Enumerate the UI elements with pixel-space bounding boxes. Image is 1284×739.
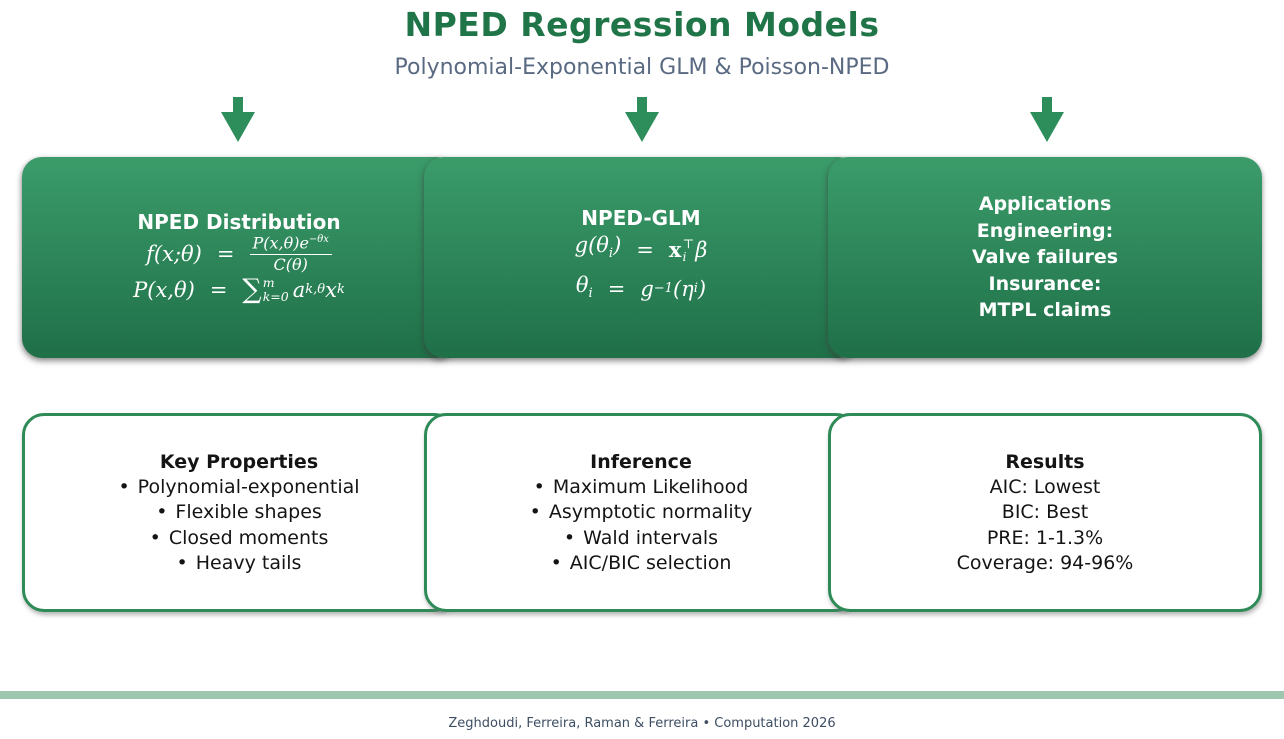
bullet-item: • Asymptotic normality [530,500,753,526]
equals-sign: = [216,242,235,267]
down-arrow-icon [623,97,661,143]
bullet-text: Polynomial-exponential [137,475,360,498]
model-box-applications: Applications Engineering: Valve failures… [828,157,1262,358]
result-line: Coverage: 94-96% [956,552,1134,574]
bullet-icon: • [529,501,541,523]
coefficient-subscript: k,θ [305,281,326,297]
eta-paren: (η [672,277,694,302]
applications-line: MTPL claims [978,299,1112,322]
summation-upper: m [262,274,275,290]
inverse-exponent: −1 [653,281,673,297]
close-paren: ) [697,277,707,302]
lhs-subscript: i [608,246,614,262]
covariate-vector: x [668,236,682,262]
bullet-item: • Closed moments [150,526,329,552]
bullet-text: Flexible shapes [175,501,322,523]
transpose-symbol: ⊤ [682,235,695,251]
variable-exponent: k [336,281,345,297]
bullet-text: Closed moments [168,526,329,549]
detail-box-key-properties: Key Properties • Polynomial-exponential •… [22,413,456,612]
bullet-item: • Heavy tails [177,551,302,577]
bullet-text: Asymptotic normality [548,501,753,523]
bullet-item: • Polynomial-exponential [118,475,359,501]
result-line: AIC: Lowest [989,475,1101,498]
variable: x [325,277,337,302]
down-arrow-icon [1028,97,1066,143]
detail-box-inference: Inference •Maximum Likelihood •Asymptoti… [424,413,858,612]
eq-lhs: f(x;θ) [146,242,202,267]
model-box-heading: NPED Distribution [137,210,341,235]
footer-citation: Zeghdoudi, Ferreira, Raman & Ferreira • … [448,716,836,731]
sigma-symbol: ∑ [242,274,262,306]
theta-subscript: i [588,285,593,301]
bullet-icon: • [176,552,188,574]
eq-lhs: g(θi) [575,230,622,269]
bullet-item: • Flexible shapes [156,500,322,526]
result-line: BIC: Best [1001,501,1089,523]
bullet-icon: • [149,526,161,549]
bullet-text: Heavy tails [195,552,302,574]
page-title: NPED Regression Models [404,5,880,44]
detail-box-heading: Key Properties [159,450,319,473]
equals-sign: = [636,237,654,262]
fraction: P(x,θ)e−θx C(θ) [249,233,332,275]
lhs-close: ) [613,233,622,258]
applications-line: Valve failures [971,246,1119,269]
covariate-subscript: i [682,248,687,264]
equation-density: f(x;θ) = P(x,θ)e−θx C(θ) [146,234,332,274]
model-box-nped-distribution: NPED Distribution f(x;θ) = P(x,θ)e−θx C(… [22,157,456,358]
summation-limits: m k=0 [263,276,289,304]
bullet-item: • AIC/BIC selection [551,551,732,577]
model-box-heading: NPED-GLM [581,206,701,231]
covariate-scripts: ⊤i [682,237,694,263]
bullet-text: AIC/BIC selection [569,552,732,574]
theta-symbol: θ [575,272,589,297]
bullet-icon: • [550,552,562,574]
down-arrow-icon [219,97,257,143]
detail-box-results: Results AIC: Lowest BIC: Best PRE: 1-1.3… [828,413,1262,612]
lhs-base: g(θ [574,233,609,258]
footer-divider-bar [0,691,1284,699]
coefficient: a [292,277,306,302]
equals-sign: = [607,277,626,302]
bullet-text: Maximum Likelihood [552,475,749,498]
g-symbol: g [640,277,654,302]
fraction-numerator: P(x,θ)e−θx [249,233,332,256]
eq-lhs: P(x,θ) [133,277,195,302]
applications-text: Applications Engineering: Valve failures… [972,191,1118,324]
summation: ∑ m k=0 [242,276,288,304]
detail-box-heading: Inference [590,450,692,473]
numerator-exponent: −θx [308,234,329,246]
eq-lhs: θi [576,270,593,309]
summation-lower: k=0 [262,288,289,304]
bullet-icon: • [533,475,545,498]
bullet-item: • Wald intervals [564,526,718,552]
bullet-icon: • [118,475,130,498]
numerator-base: P(x,θ)e [252,233,309,253]
fraction-denominator: C(θ) [273,255,308,275]
bullet-item: • Maximum Likelihood [534,475,749,501]
equals-sign: = [209,277,228,302]
applications-line: Insurance: [988,272,1102,295]
beta-symbol: β [695,237,708,262]
bullet-icon: • [563,526,576,549]
applications-line: Engineering: [976,219,1114,242]
model-box-heading: Applications [978,193,1112,216]
result-line: PRE: 1-1.3% [986,526,1104,549]
bullet-text: Wald intervals [583,526,719,549]
eta-subscript: i [693,281,698,297]
detail-box-heading: Results [1005,450,1085,473]
bullet-icon: • [156,501,168,523]
page-subtitle: Polynomial-Exponential GLM & Poisson-NPE… [394,55,890,80]
